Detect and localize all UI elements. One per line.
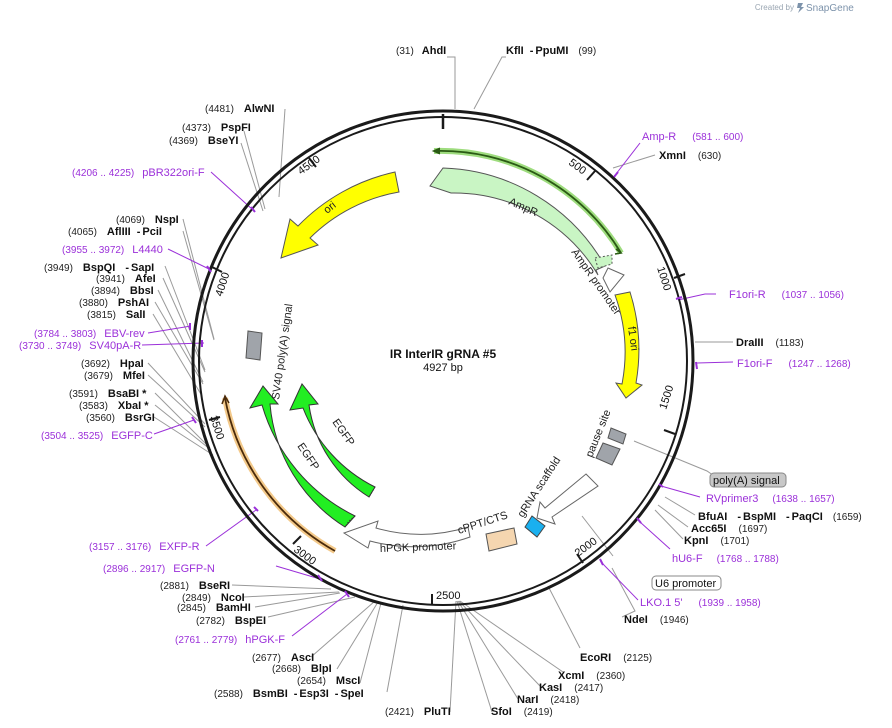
feature-pause-site[interactable]: [595, 427, 627, 466]
primer-Amp-R[interactable]: Amp-R(581 .. 600): [642, 131, 743, 143]
primer-pBR322ori-F[interactable]: (4206 .. 4225)pBR322ori-F: [72, 167, 205, 179]
enzyme-DraIII[interactable]: DraIII(1183): [736, 337, 804, 349]
position-tick-labels: 500 1000 1500 2000 2500 3000 3500 4000 4…: [207, 153, 676, 602]
enzyme-SfoI[interactable]: SfoI(2419): [491, 706, 553, 718]
enzyme-SalI[interactable]: (3815)SalI: [87, 309, 145, 321]
enzyme-BamHI[interactable]: (2845)BamHI: [177, 602, 251, 614]
enzyme-XcmI[interactable]: XcmI(2360): [558, 670, 625, 682]
enzyme-AfeI[interactable]: (3941)AfeI: [96, 273, 156, 285]
backbone: [191, 109, 695, 613]
enzyme-EcoRI[interactable]: EcoRI(2125): [580, 652, 652, 664]
enzyme-NdeI[interactable]: NdeI(1946): [624, 614, 689, 626]
credit-prefix: Created by: [755, 3, 794, 12]
enzyme-MfeI[interactable]: (3679)MfeI: [84, 370, 145, 382]
enzyme-HpaI[interactable]: (3692)HpaI: [81, 358, 144, 370]
polyA-signal-label: poly(A) signal: [713, 475, 780, 487]
enzyme-BlpI[interactable]: (2668)BlpI: [272, 663, 332, 675]
feature-ori[interactable]: [280, 171, 400, 259]
enzyme-BsmBI-Esp3I-SpeI[interactable]: (2588)BsmBI-Esp3I-SpeI: [214, 688, 364, 700]
primer-RVprimer3[interactable]: RVprimer3(1638 .. 1657): [706, 493, 835, 505]
enzyme-KflI-PpuMI[interactable]: KflI-PpuMI(99): [506, 45, 596, 57]
feature-label-SV40-polyA: SV40 poly(A) signal: [270, 303, 295, 400]
snapgene-logo-icon: [797, 3, 804, 13]
enzyme-NspI[interactable]: (4069)NspI: [116, 214, 179, 226]
feature-label-EGFP-outer: EGFP: [295, 441, 322, 473]
enzyme-AflIII-PciI[interactable]: (4065)AflIII-PciI: [68, 226, 162, 238]
primer-EBV-rev[interactable]: (3784 .. 3803)EBV-rev: [34, 328, 145, 340]
feature-cPPT-CTS[interactable]: [485, 527, 518, 552]
enzyme-KasI[interactable]: KasI(2417): [539, 682, 603, 694]
enzyme-lines: [147, 56, 733, 713]
primer-EGFP-N[interactable]: (2896 .. 2917)EGFP-N: [103, 563, 215, 575]
polyA-signal-box[interactable]: poly(A) signal: [709, 472, 787, 488]
enzyme-PspFI[interactable]: (4373)PspFI: [182, 122, 251, 134]
position-ticks: [208, 157, 686, 605]
enzyme-XbaI[interactable]: (3583)XbaI *: [79, 400, 149, 412]
feature-hPGK-promoter[interactable]: [342, 520, 471, 549]
feature-U6-promoter[interactable]: [524, 515, 546, 538]
primer-L4440[interactable]: (3955 .. 3972)L4440: [62, 244, 163, 256]
feature-label-hPGK-promoter: hPGK promoter: [380, 540, 457, 555]
primer-SV40pA-R[interactable]: (3730 .. 3749)SV40pA-R: [19, 340, 141, 352]
primer-marks: [189, 171, 698, 598]
enzyme-BsrGI[interactable]: (3560)BsrGI: [86, 412, 155, 424]
feature-SV40-polyA[interactable]: [245, 330, 263, 361]
enzyme-XmnI[interactable]: XmnI(630): [659, 150, 721, 162]
primer-labels: Amp-R(581 .. 600) F1ori-R(1037 .. 1056) …: [19, 131, 851, 646]
primer-F1ori-R[interactable]: F1ori-R(1037 .. 1056): [729, 289, 844, 301]
primer-hPGK-F[interactable]: (2761 .. 2779)hPGK-F: [175, 634, 285, 646]
feature-label-ori: ori: [321, 199, 338, 216]
enzyme-NarI[interactable]: NarI(2418): [517, 694, 579, 706]
enzyme-AlwNI[interactable]: (4481)AlwNI: [205, 103, 274, 115]
primer-lines: [141, 142, 734, 637]
enzyme-MscI[interactable]: (2654)MscI: [297, 675, 360, 687]
tick-3500: 3500: [207, 414, 226, 441]
tick-1500: 1500: [657, 384, 676, 411]
tick-2000: 2000: [573, 535, 600, 559]
U6-promoter-label: U6 promoter: [655, 578, 716, 590]
U6-promoter-box[interactable]: U6 promoter: [651, 575, 722, 591]
tick-4000: 4000: [213, 271, 232, 298]
enzyme-Acc65I[interactable]: Acc65I(1697): [691, 523, 767, 535]
highlight-egfp-strand: [222, 397, 337, 554]
feature-gRNA-scaffold[interactable]: [536, 473, 599, 525]
enzyme-BbsI[interactable]: (3894)BbsI: [91, 285, 154, 297]
feature-ampR-promoter[interactable]: [602, 267, 625, 293]
feature-f1-ori[interactable]: [614, 291, 644, 399]
enzyme-PluTI[interactable]: (2421)PluTI: [385, 706, 451, 718]
tick-1000: 1000: [654, 265, 673, 292]
enzyme-BseYI[interactable]: (4369)BseYI: [169, 135, 238, 147]
enzyme-AscI[interactable]: (2677)AscI: [252, 652, 314, 664]
tick-2500: 2500: [436, 590, 460, 602]
primer-F1ori-F[interactable]: F1ori-F(1247 .. 1268): [737, 358, 851, 370]
enzyme-KpnI[interactable]: KpnI(1701): [684, 535, 749, 547]
feature-label-f1-ori: f1 ori: [625, 326, 640, 352]
plasmid-size: 4927 bp: [423, 362, 463, 374]
enzyme-labels: (31)AhdI KflI-PpuMI(99) XmnI(630) DraIII…: [44, 45, 862, 718]
primer-EGFP-C[interactable]: (3504 .. 3525)EGFP-C: [41, 430, 153, 442]
enzyme-BspQI-SapI[interactable]: (3949)BspQI-SapI: [44, 262, 154, 274]
enzyme-BfuAI-BspMI-PaqCI[interactable]: BfuAI-BspMI-PaqCI(1659): [698, 511, 862, 523]
credit-brand: SnapGene: [806, 3, 854, 14]
feature-label-EGFP-inner: EGFP: [330, 417, 357, 448]
enzyme-NcoI[interactable]: (2849)NcoI: [182, 592, 245, 604]
enzyme-BspEI[interactable]: (2782)BspEI: [196, 615, 266, 627]
snapgene-credit: Created by SnapGene: [755, 3, 854, 14]
feature-EGFP-inner[interactable]: [289, 383, 376, 498]
feature-ampR[interactable]: [429, 167, 613, 276]
feature-EGFP-outer[interactable]: [248, 385, 356, 528]
primer-EXFP-R[interactable]: (3157 .. 3176)EXFP-R: [89, 541, 200, 553]
plasmid-name: IR InterIR gRNA #5: [390, 347, 497, 361]
tick-500: 500: [566, 157, 588, 177]
primer-hU6-F[interactable]: hU6-F(1768 .. 1788): [672, 553, 779, 565]
enzyme-PshAI[interactable]: (3880)PshAI: [79, 297, 149, 309]
enzyme-BseRI[interactable]: (2881)BseRI: [160, 580, 230, 592]
enzyme-AhdI[interactable]: (31)AhdI: [396, 45, 446, 57]
primer-LKO1-5[interactable]: LKO.1 5'(1939 .. 1958): [640, 597, 761, 609]
enzyme-BsaBI[interactable]: (3591)BsaBI *: [69, 388, 147, 400]
